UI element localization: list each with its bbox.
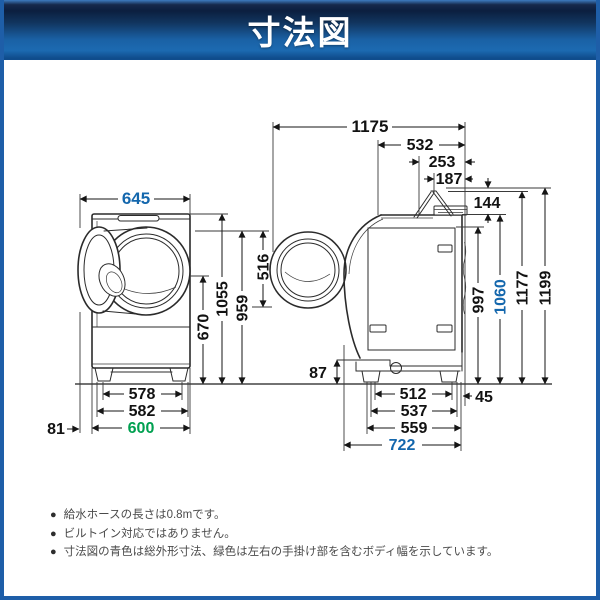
dim-side-depth-559: 559 bbox=[401, 420, 428, 437]
dim-side-depth-722: 722 bbox=[389, 437, 416, 454]
bullet-icon: ● bbox=[50, 527, 57, 540]
dim-side-depth-top: 532 bbox=[407, 137, 434, 154]
note-text-builtin: ビルトイン対応ではありません。 bbox=[63, 527, 236, 540]
bullet-icon: ● bbox=[50, 546, 57, 558]
dim-side-height-total: 1060 bbox=[493, 279, 510, 315]
dim-side-depth-total: 1175 bbox=[352, 117, 389, 136]
dim-front-door-protrusion: 81 bbox=[47, 421, 65, 438]
dim-side-height-1199: 1199 bbox=[538, 271, 555, 306]
dim-side-lid-144: 144 bbox=[474, 195, 501, 212]
dim-front-width-feet: 578 bbox=[129, 386, 156, 403]
dim-side-depth-537: 537 bbox=[401, 403, 428, 420]
note-item: ● ビルトイン対応ではありません。 bbox=[50, 525, 580, 544]
dim-side-opening-diameter: 516 bbox=[256, 254, 273, 281]
dim-side-height-1177: 1177 bbox=[515, 271, 532, 306]
note-text-colors: 寸法図の青色は総外形寸法、緑色は左右の手掛け部を含むボディ幅を示しています。 bbox=[63, 546, 499, 558]
note-item: ● 給水ホースの長さは0.8mです。 bbox=[50, 506, 580, 525]
note-text-hose: 給水ホースの長さは0.8mです。 bbox=[63, 509, 226, 521]
dim-front-height-body: 1055 bbox=[215, 281, 232, 317]
page-title: 寸法図 bbox=[247, 14, 353, 51]
side-view-washer bbox=[269, 190, 468, 383]
title-bar: 寸法図 bbox=[4, 0, 596, 60]
dim-side-rear-253: 253 bbox=[429, 154, 456, 171]
note-item: ● 寸法図の青色は総外形寸法、緑色は左右の手掛け部を含むボディ幅を示しています。 bbox=[50, 543, 580, 562]
dim-front-width-body: 600 bbox=[128, 420, 155, 437]
front-view-washer bbox=[77, 213, 191, 382]
front-view-dimensions: 645 670 1055 959 516 578 582 bbox=[47, 189, 272, 438]
dim-side-clearance: 87 bbox=[309, 365, 327, 382]
dim-front-height-opening-top: 959 bbox=[235, 295, 252, 322]
dim-side-rear-gap: 45 bbox=[475, 389, 493, 406]
bullet-icon: ● bbox=[50, 509, 57, 521]
footnotes: ● 給水ホースの長さは0.8mです。 ● ビルトイン対応ではありません。 ● 寸… bbox=[50, 506, 580, 562]
side-view-dimensions: 1175 532 253 187 144 87 997 bbox=[272, 117, 555, 454]
dim-front-height-opening-center: 670 bbox=[196, 314, 213, 341]
dim-front-width-base: 582 bbox=[129, 403, 156, 420]
dim-side-height-997: 997 bbox=[471, 287, 488, 314]
dim-side-depth-512: 512 bbox=[400, 386, 427, 403]
dim-side-rear-187: 187 bbox=[436, 171, 463, 188]
dim-front-width-total: 645 bbox=[122, 189, 150, 208]
